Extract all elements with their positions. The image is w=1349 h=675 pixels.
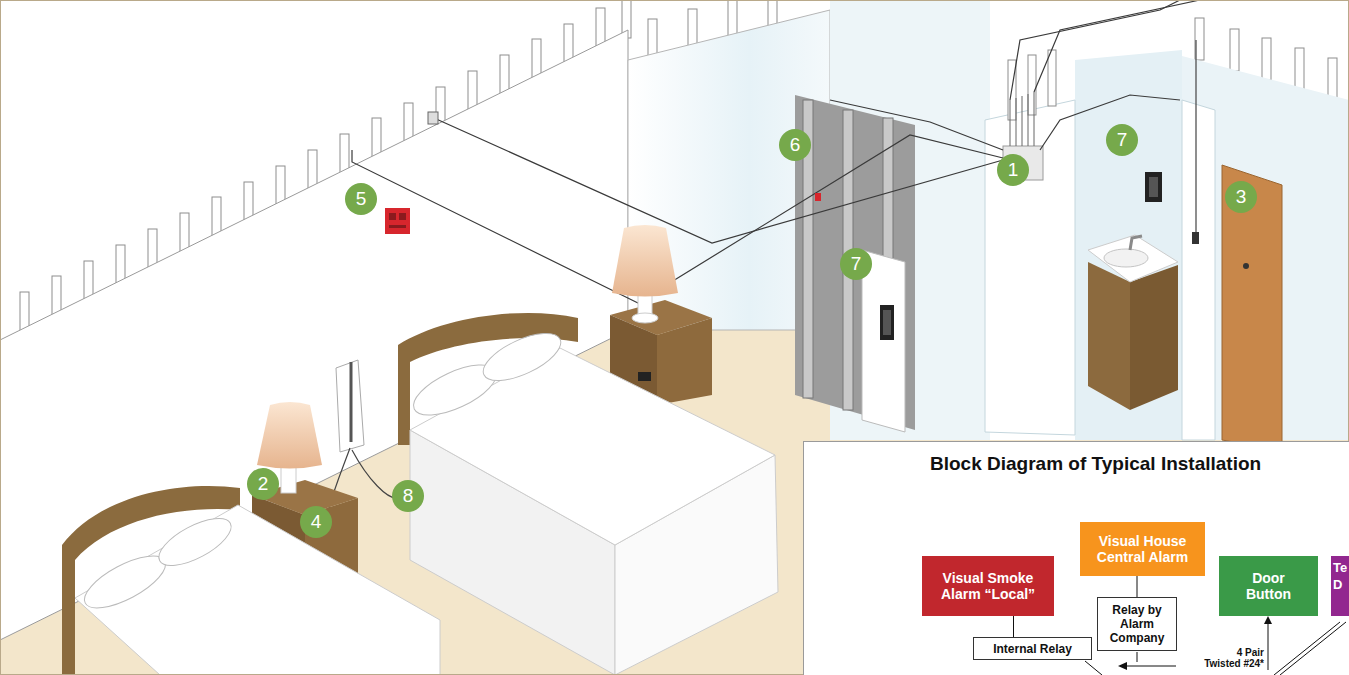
smoke-alarm <box>385 208 410 234</box>
box-label: Door Button <box>1231 570 1306 602</box>
panel-wires <box>1022 96 1023 146</box>
vanity <box>1088 262 1130 410</box>
right-studs <box>1328 58 1337 100</box>
right-studs <box>1295 48 1304 90</box>
vanity <box>1104 249 1148 267</box>
panel-wires <box>1016 98 1017 146</box>
callout-number: 6 <box>779 129 811 161</box>
vanity <box>1088 235 1178 282</box>
right-nightstand <box>657 318 712 405</box>
keypad-plate <box>1145 172 1162 202</box>
door-button <box>1192 232 1199 244</box>
wiring <box>642 135 1003 300</box>
box-label: Visual Smoke Alarm “Local” <box>926 570 1050 602</box>
wiring <box>352 150 642 305</box>
wire-note: 4 Pair Twisted #24* <box>1198 647 1264 669</box>
callout-number: 2 <box>247 468 279 500</box>
wiring <box>830 100 1003 150</box>
callout-number: 3 <box>1225 181 1257 213</box>
pillar-studs <box>1028 55 1036 115</box>
wire <box>1195 40 1196 232</box>
button-box: Door Button <box>1219 556 1318 616</box>
box-label: Relay by Alarm Company <box>1100 603 1174 645</box>
panel-wires <box>1034 92 1035 146</box>
smoke-alarm <box>389 213 396 220</box>
wiring <box>1010 0 1180 100</box>
left-bed <box>152 509 238 575</box>
right-nightstand <box>638 372 651 381</box>
vanity <box>1088 235 1178 410</box>
sensor <box>815 193 821 201</box>
box-label: Visual House Central Alarm <box>1084 533 1201 565</box>
keypad-plate <box>1149 177 1158 197</box>
vanity <box>1130 236 1142 250</box>
callout-number: 7 <box>840 248 872 280</box>
window-curtain <box>328 360 398 512</box>
panel-title: Block Diagram of Typical Installation <box>930 453 1345 475</box>
panel-wires <box>1010 100 1011 146</box>
left-lamp <box>257 402 322 469</box>
right-bed <box>477 324 567 390</box>
alarm-box: Visual House Central Alarm <box>1080 522 1205 576</box>
right-studs <box>1262 38 1271 80</box>
wall-box <box>428 112 438 124</box>
vanity <box>1130 265 1178 410</box>
relay-box: Relay by Alarm Company <box>1097 597 1177 651</box>
wiring <box>1034 0 1200 92</box>
keypad-plate <box>880 172 1162 340</box>
window-curtain <box>352 450 398 498</box>
keypad-plate <box>880 305 894 340</box>
smoke-alarm <box>389 225 406 228</box>
window-curtain <box>350 362 353 442</box>
panel-wires <box>1010 92 1034 146</box>
left-bed <box>75 505 440 675</box>
callout-number: 8 <box>392 480 424 512</box>
relay-box: Internal Relay <box>973 637 1092 660</box>
box-label: Te D <box>1333 559 1349 593</box>
smoke-alarm <box>385 208 410 234</box>
right-studs <box>1230 29 1239 71</box>
door-knob <box>1243 263 1249 269</box>
smoke-alarm <box>399 213 406 220</box>
right-bed <box>398 313 778 675</box>
callout-number: 7 <box>1106 124 1138 156</box>
left-bed <box>62 486 440 675</box>
wiring <box>352 0 1200 305</box>
diagram-panel: Block Diagram of Typical InstallationVis… <box>803 441 1349 675</box>
partition-face <box>862 250 905 432</box>
partition-pillar <box>985 100 1075 435</box>
door <box>1222 165 1282 450</box>
door-jamb-wall <box>1182 100 1215 440</box>
panel-wires <box>1028 94 1029 146</box>
callout-number: 1 <box>997 154 1029 186</box>
right-lamp <box>612 225 678 323</box>
alarm-box: Visual Smoke Alarm “Local” <box>922 556 1054 616</box>
right-lamp <box>632 313 658 323</box>
box-label: Internal Relay <box>993 642 1072 656</box>
callout-number: 4 <box>300 506 332 538</box>
pillar-studs <box>1048 50 1056 106</box>
callout-number: 5 <box>345 183 377 215</box>
device-box: Te D <box>1331 556 1349 616</box>
keypad-plate <box>883 310 891 335</box>
right-lamp <box>612 225 678 297</box>
pillar-studs <box>1008 50 1056 120</box>
window-curtain <box>336 360 364 452</box>
